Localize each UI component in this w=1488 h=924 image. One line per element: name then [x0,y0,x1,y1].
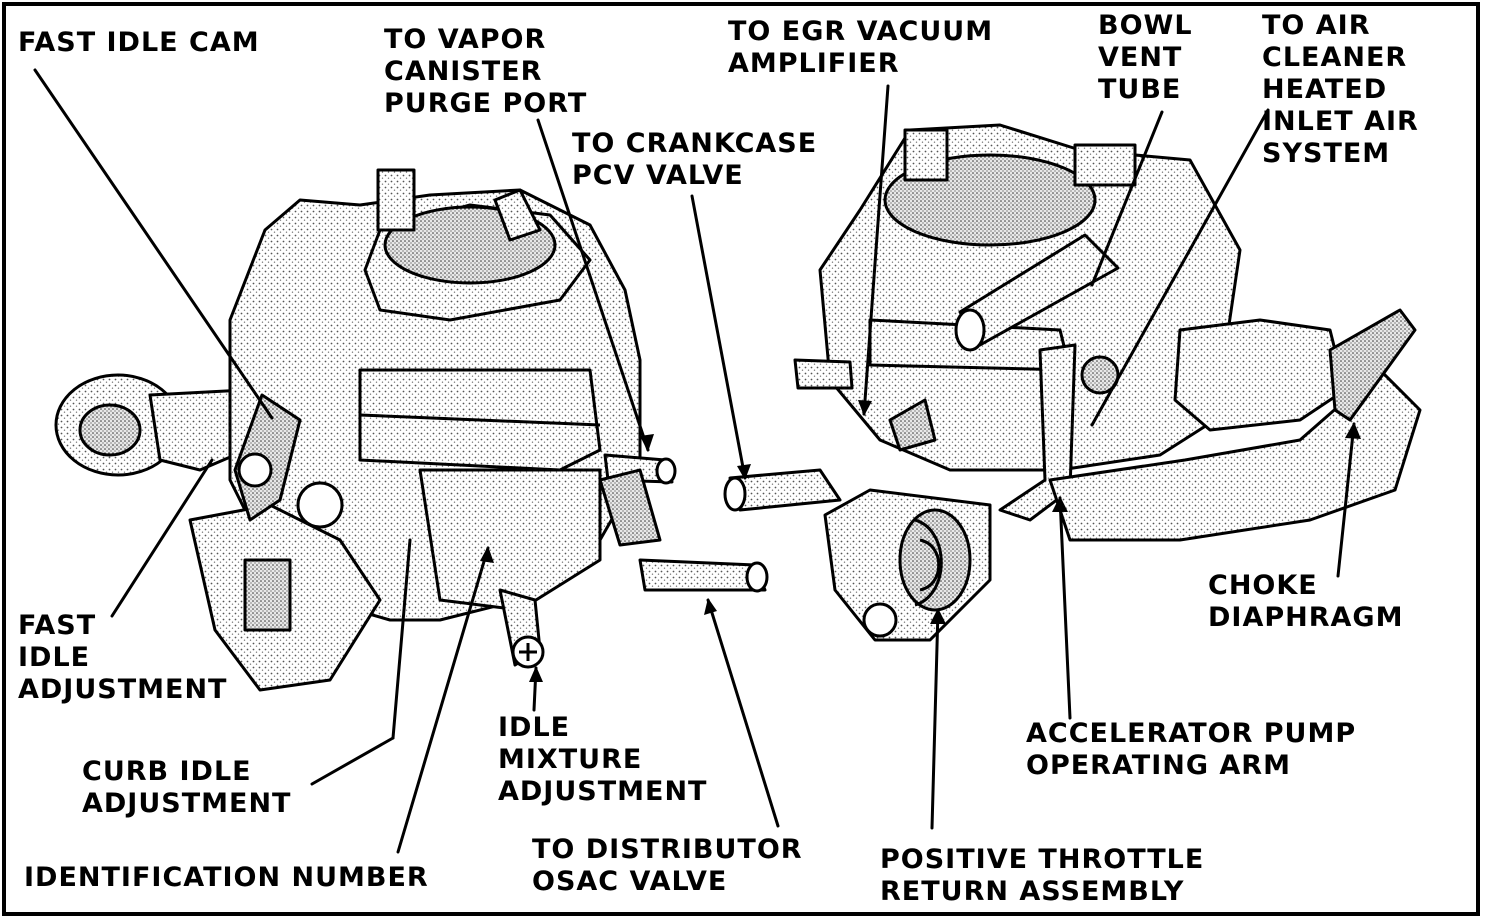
label-identification-number: IDENTIFICATION NUMBER [24,862,429,893]
label-choke-diaphragm: CHOKE DIAPHRAGM [1208,570,1404,633]
label-bowl-vent-tube: BOWL VENT TUBE [1098,10,1193,105]
label-vapor-canister-purge-port: TO VAPOR CANISTER PURGE PORT [384,24,588,119]
label-accelerator-pump-arm: ACCELERATOR PUMP OPERATING ARM [1026,718,1357,781]
left-carburetor [54,168,769,692]
label-curb-idle-adjustment: CURB IDLE ADJUSTMENT [82,756,292,819]
label-crankcase-pcv-valve: TO CRANKCASE PCV VALVE [572,128,818,191]
label-distributor-osac-valve: TO DISTRIBUTOR OSAC VALVE [532,834,803,897]
label-positive-throttle-return: POSITIVE THROTTLE RETURN ASSEMBLY [880,844,1205,907]
right-carburetor [723,123,1422,642]
leader-arrowheads [480,400,1361,682]
label-fast-idle-adjustment: FAST IDLE ADJUSTMENT [18,610,228,705]
label-fast-idle-cam: FAST IDLE CAM [18,27,260,58]
label-air-cleaner-heated-inlet: TO AIR CLEANER HEATED INLET AIR SYSTEM [1262,10,1419,169]
label-egr-vacuum-amplifier: TO EGR VACUUM AMPLIFIER [728,16,994,79]
label-idle-mixture-adjustment: IDLE MIXTURE ADJUSTMENT [498,712,708,807]
